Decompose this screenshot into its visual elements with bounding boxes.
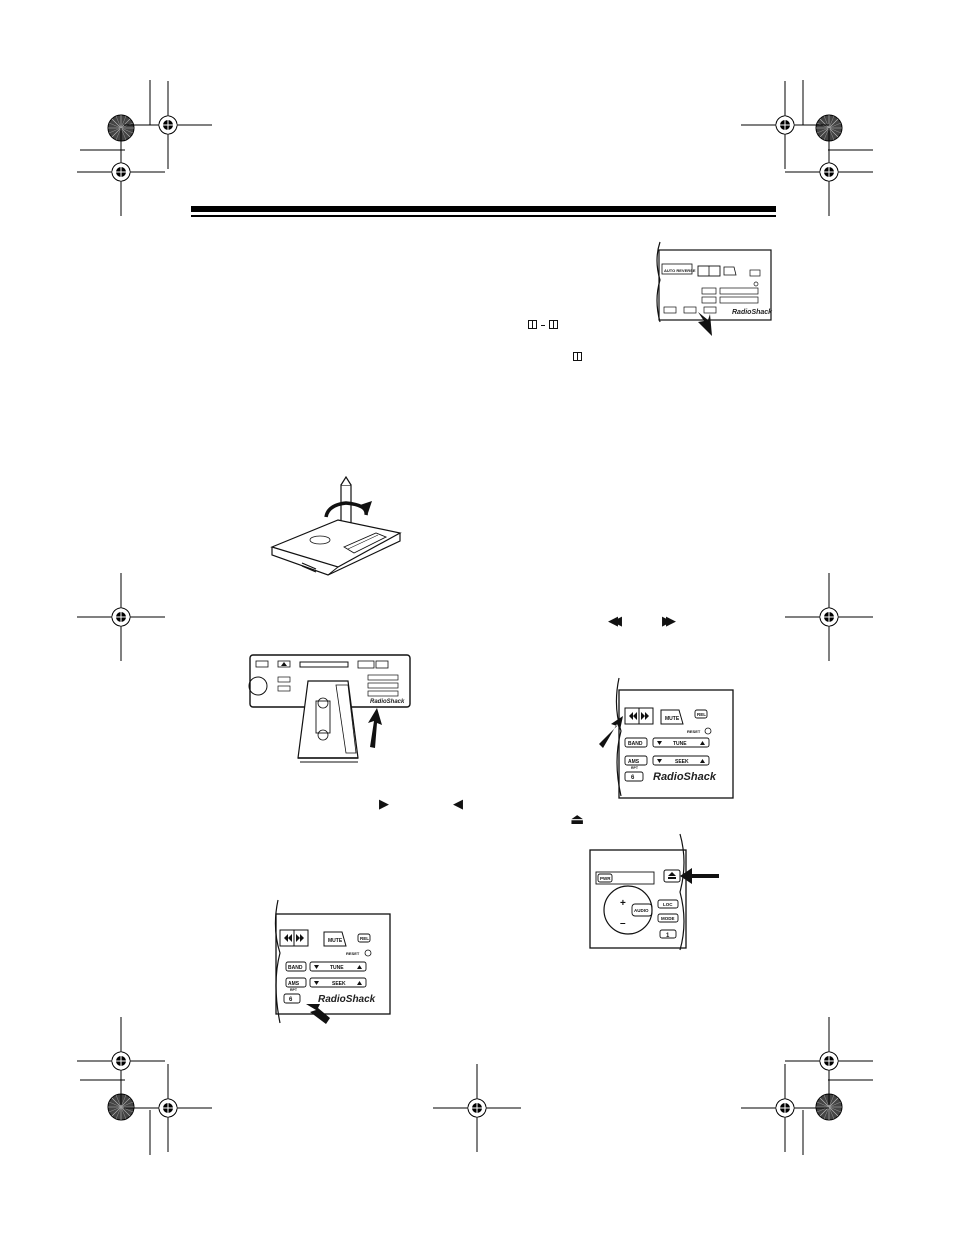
svg-text:RESET: RESET <box>346 951 360 956</box>
svg-text:AUDIO: AUDIO <box>634 908 649 913</box>
play-right-icon: ▶ <box>379 797 389 812</box>
svg-text:BAND: BAND <box>288 965 303 971</box>
svg-text:PWR: PWR <box>600 876 611 881</box>
faceplate-eject-illustration: PWR + – AUDIO LOC MODE 1 <box>589 833 719 951</box>
header-rule-thick <box>191 206 776 212</box>
svg-text:RadioShack: RadioShack <box>732 309 773 316</box>
svg-text:MUTE: MUTE <box>328 938 343 944</box>
svg-text:SEEK: SEEK <box>332 981 346 987</box>
svg-text:TUNE: TUNE <box>330 965 344 971</box>
svg-text:BAND: BAND <box>628 741 643 747</box>
svg-text:RPT: RPT <box>290 988 298 992</box>
svg-text:RPT: RPT <box>631 766 639 770</box>
fast-forward-icon: ▶▶ <box>662 614 676 629</box>
svg-text:RadioShack: RadioShack <box>370 699 405 705</box>
svg-text:AMS: AMS <box>628 759 640 765</box>
svg-text:AUTO REVERSE: AUTO REVERSE <box>664 268 696 273</box>
svg-text:RESET: RESET <box>687 729 701 734</box>
cassette-pencil-illustration <box>270 475 402 576</box>
pause-symbol-2 <box>549 320 558 329</box>
svg-text:SEEK: SEEK <box>675 759 689 765</box>
rewind-icon: ◀◀ <box>608 614 622 629</box>
play-left-icon: ◀ <box>453 797 463 812</box>
svg-text:MUTE: MUTE <box>665 716 680 722</box>
svg-text:RadioShack: RadioShack <box>318 994 376 1005</box>
faceplate-rewind-illustration: MUTE REL RESET BAND TUNE AMS RPT SEEK 6 … <box>599 677 734 799</box>
svg-text:LOC: LOC <box>663 902 673 907</box>
eject-icon: ⏏ <box>570 810 585 828</box>
svg-text:MODE: MODE <box>661 916 675 921</box>
svg-text:1: 1 <box>666 933 670 939</box>
svg-text:REL: REL <box>360 936 369 941</box>
faceplate-illustration-top: AUTO REVERSE RadioShack <box>656 241 773 336</box>
svg-text:–: – <box>620 918 626 929</box>
faceplate-preset-illustration: MUTE REL RESET BAND TUNE AMS RPT SEEK 6 … <box>274 899 391 1024</box>
svg-text:6: 6 <box>631 775 635 781</box>
svg-text:AMS: AMS <box>288 981 300 987</box>
pause-symbol-3 <box>573 352 582 361</box>
svg-text:RadioShack: RadioShack <box>653 771 717 783</box>
svg-text:TUNE: TUNE <box>673 741 687 747</box>
header-rule-thin <box>191 215 776 217</box>
svg-text:+: + <box>620 898 626 909</box>
svg-text:6: 6 <box>289 997 293 1003</box>
dash <box>541 325 545 326</box>
svg-text:REL: REL <box>697 712 706 717</box>
pause-symbol-1 <box>528 320 537 329</box>
cassette-insert-illustration: RadioShack <box>248 654 411 763</box>
